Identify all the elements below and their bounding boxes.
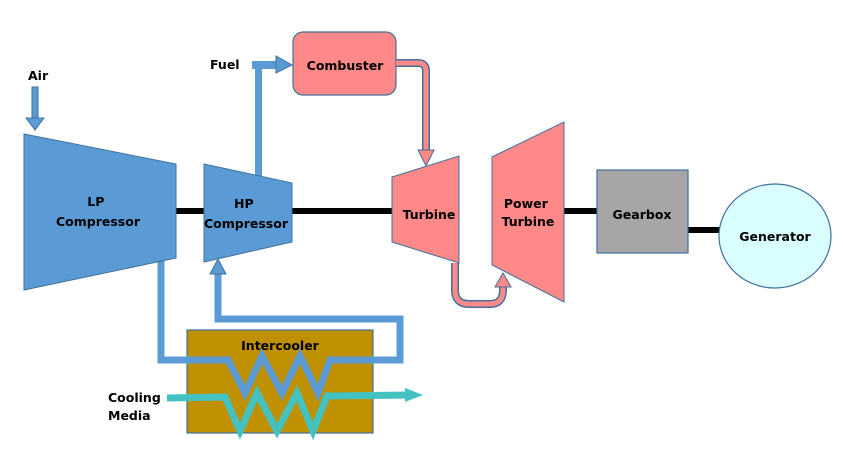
air-arrow — [25, 86, 45, 131]
hp-inlet-arrowhead — [209, 257, 227, 275]
cooling-media-coil — [166, 384, 411, 441]
fuel-pipe — [252, 55, 294, 176]
intercooler-box — [186, 329, 374, 434]
air-label: Air — [28, 68, 49, 83]
lp-compressor — [23, 133, 177, 291]
turbine-inlet-arrowhead — [417, 149, 435, 168]
generator — [718, 183, 832, 289]
cooling-media-label: Cooling Media — [108, 390, 165, 423]
intercooler-label: Intercooler — [241, 338, 320, 353]
power-turbine — [491, 121, 565, 303]
hp-compressor — [203, 163, 293, 263]
fuel-label: Fuel — [210, 57, 240, 72]
lp-compressor-label: LP Compressor — [56, 194, 141, 229]
gearbox — [596, 169, 689, 254]
power-turbine-label: Power Turbine — [502, 196, 555, 229]
combuster-label: Combuster — [307, 58, 385, 73]
turbine — [391, 155, 460, 264]
intercooler-air-coil — [161, 347, 400, 402]
turbine-label: Turbine — [403, 207, 456, 222]
generator-label: Generator — [739, 229, 811, 244]
power-turbine-inlet-arrowhead — [494, 271, 512, 288]
cooling-outlet-arrowhead — [405, 388, 423, 402]
hot-gas-pipe — [396, 59, 507, 308]
gearbox-label: Gearbox — [613, 207, 672, 222]
shaft — [176, 208, 720, 233]
hp-compressor-label: HP Compressor — [204, 196, 289, 231]
